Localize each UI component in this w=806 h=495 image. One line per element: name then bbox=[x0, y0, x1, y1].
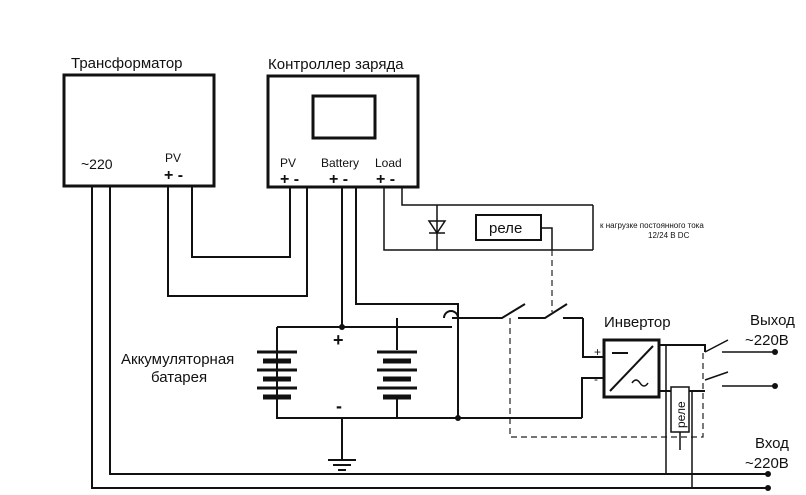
controller-battery-polarity: + - bbox=[329, 171, 348, 188]
mains-wiring bbox=[91, 187, 771, 491]
battery-label-2: батарея bbox=[151, 369, 207, 386]
dc-relay-label: реле bbox=[489, 220, 522, 237]
diode-icon bbox=[427, 220, 447, 235]
battery-plus-sign: + bbox=[333, 330, 344, 350]
io-labels: Выход ~220В Вход ~220В bbox=[745, 312, 795, 472]
transformer-box bbox=[62, 73, 216, 188]
transformer-title: Трансформатор bbox=[71, 55, 183, 72]
inverter-plus: + bbox=[594, 345, 601, 359]
battery-label-1: Аккумуляторная bbox=[121, 351, 234, 368]
pv-plus-wire bbox=[167, 187, 308, 297]
battery-bottom-rail bbox=[276, 327, 582, 419]
load-plus-wire bbox=[383, 187, 593, 251]
controller-load-polarity: + - bbox=[376, 171, 395, 188]
output-switch-2 bbox=[704, 371, 729, 381]
output-terminal-1 bbox=[772, 349, 778, 355]
transformer-ac-label: ~220 bbox=[81, 156, 113, 172]
transformer-block: Трансформатор ~220 PV + - bbox=[62, 55, 216, 188]
controller-battery-label: Battery bbox=[321, 156, 359, 170]
charge-controller-block: Контроллер заряда PV + - Battery + - Loa… bbox=[266, 56, 420, 189]
battery-plus-node bbox=[339, 324, 345, 330]
load-minus-wire bbox=[401, 187, 593, 206]
wire-crossover bbox=[443, 310, 459, 319]
controller-title: Контроллер заряда bbox=[268, 56, 404, 73]
switch-contact-1 bbox=[452, 303, 526, 319]
controller-display bbox=[311, 94, 377, 140]
battery-minus-sign: - bbox=[336, 396, 342, 416]
inverter-out-1 bbox=[659, 344, 706, 352]
battery-wiring bbox=[341, 187, 459, 327]
input-terminal-2 bbox=[765, 485, 771, 491]
output-switch-1 bbox=[704, 339, 729, 353]
dc-relay-wire bbox=[541, 227, 553, 250]
ac-relay-label: реле bbox=[674, 401, 688, 428]
transfer-switch bbox=[452, 250, 704, 438]
input-label-2: ~220В bbox=[745, 455, 789, 472]
input-label-1: Вход bbox=[755, 435, 789, 452]
controller-pv-label: PV bbox=[280, 156, 296, 170]
output-terminal-2 bbox=[772, 383, 778, 389]
pv-wiring bbox=[167, 187, 308, 297]
pv-minus-wire bbox=[191, 187, 291, 258]
mains-wire-2 bbox=[109, 187, 768, 475]
dc-load-circuit: реле к нагрузке постоянного тока 12/24 В… bbox=[383, 187, 704, 251]
inverter-plus-wire bbox=[582, 318, 604, 358]
controller-load-label: Load bbox=[375, 156, 402, 170]
battery-cell-right bbox=[377, 350, 417, 418]
ac-wave-icon bbox=[631, 379, 649, 387]
battery-minus-wire bbox=[355, 187, 459, 318]
output-switching: реле bbox=[659, 339, 778, 488]
output-label-1: Выход bbox=[750, 312, 795, 329]
dc-load-note-2: 12/24 В DC bbox=[648, 231, 690, 240]
controller-pv-polarity: + - bbox=[280, 171, 299, 188]
relay-control-dashed bbox=[509, 318, 704, 438]
transformer-pv-polarity: + - bbox=[164, 167, 183, 184]
inverter-minus-wire bbox=[581, 377, 604, 418]
dc-load-note-1: к нагрузке постоянного тока bbox=[600, 221, 704, 230]
battery-bank: + - Аккумуляторная батарея bbox=[121, 318, 582, 471]
inverter-diagonal bbox=[609, 345, 654, 392]
inverter-block: Инвертор + - bbox=[581, 314, 671, 418]
battery-cell-left bbox=[257, 327, 297, 418]
mains-wire-1 bbox=[91, 187, 768, 489]
transformer-pv-label: PV bbox=[165, 151, 181, 165]
input-terminal-1 bbox=[765, 471, 771, 477]
output-label-2: ~220В bbox=[745, 332, 789, 349]
switch-contact-2 bbox=[518, 303, 568, 319]
inverter-title: Инвертор bbox=[604, 314, 671, 331]
